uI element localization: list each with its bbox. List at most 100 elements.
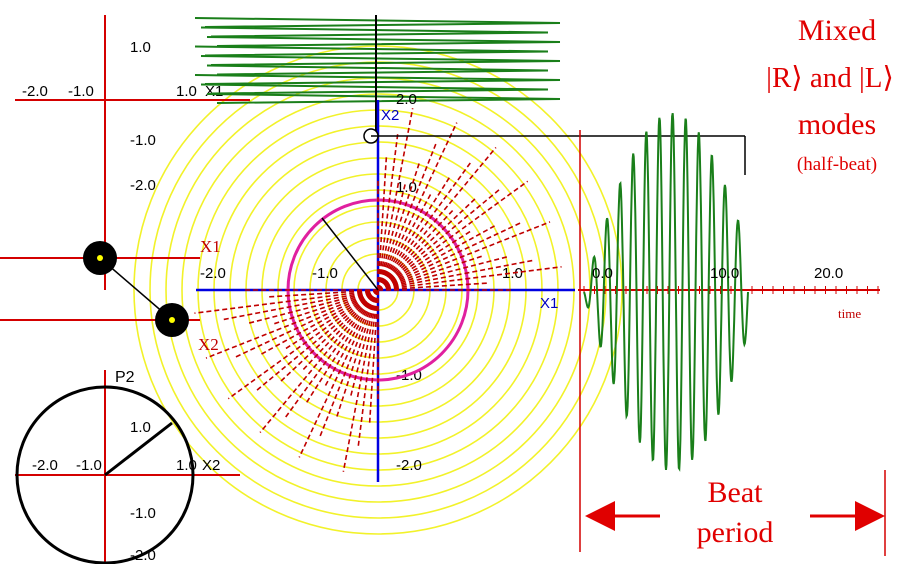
radial-trace (377, 259, 536, 291)
radial-trace (298, 289, 379, 458)
bottom-left-axes: P2 -2.0 -1.0 1.0 X2 1.0 -1.0 -2.0 (15, 369, 240, 564)
radial-trace (377, 187, 502, 291)
phase-y-tick: -2.0 (396, 457, 422, 474)
radial-trace (324, 289, 379, 387)
radial-trace (227, 289, 379, 400)
pendulum-label-x2: X2 (198, 335, 219, 354)
radial-trace (283, 289, 379, 420)
radial-trace (273, 289, 379, 325)
top-green-trace (194, 17, 561, 104)
bl-y-tick: -2.0 (130, 547, 156, 564)
green-scan-line (194, 45, 549, 57)
time-plot: 0.0 10.0 20.0 time (578, 113, 880, 472)
annotation-period: period (696, 516, 774, 549)
annotation-beat: Beat (707, 476, 763, 509)
radial-trace (254, 289, 379, 393)
time-x-tick: 20.0 (814, 265, 843, 282)
radial-trace (377, 131, 399, 291)
radial-trace (377, 282, 488, 291)
radial-trace (232, 289, 379, 359)
radial-trace (342, 289, 379, 472)
time-x-label: time (838, 306, 861, 321)
beat-oscillation-trace (583, 113, 749, 472)
green-scan-line (200, 83, 549, 95)
annotation-half-beat: (half-beat) (796, 154, 878, 175)
radial-trace (304, 289, 379, 405)
radial-trace (377, 266, 562, 291)
radial-trace (335, 289, 379, 419)
pendulum: X1 X2 (0, 237, 221, 354)
phase-x-label: X1 (540, 295, 558, 312)
radial-trace (377, 255, 509, 291)
radial-trace (279, 289, 379, 383)
green-scan-line (206, 93, 561, 104)
bl-y-tick: -1.0 (130, 505, 156, 522)
green-scan-line (206, 64, 549, 76)
top-left-axes: -2.0 -1.0 1.0 X1 1.0 -1.0 -2.0 (15, 15, 250, 290)
radial-trace (302, 289, 379, 371)
radial-trace (377, 108, 414, 291)
green-scan-line (206, 36, 561, 47)
radial-trace (349, 289, 379, 397)
green-scan-line (200, 55, 561, 66)
phase-y-tick: 1.0 (396, 179, 417, 196)
radial-trace (377, 221, 551, 291)
bl-y-tick: 1.0 (130, 419, 151, 436)
radial-trace (377, 230, 472, 291)
tl-x-tick: -2.0 (22, 83, 48, 100)
radial-trace (377, 180, 529, 291)
radial-trace (377, 146, 497, 291)
radial-trace (377, 255, 483, 291)
bl-x-tick: 1.0 (176, 457, 197, 474)
radial-trace (377, 221, 524, 291)
radial-trace (377, 209, 454, 291)
radial-trace (357, 289, 379, 449)
tl-x-tick: 1.0 (176, 83, 197, 100)
green-scan-line (194, 74, 561, 85)
green-scan-line (200, 26, 549, 38)
annotation-modes: modes (797, 108, 877, 141)
radial-trace (284, 289, 379, 350)
radial-trace (377, 183, 407, 291)
radial-trace (377, 161, 421, 291)
phase-y-tick: 2.0 (396, 91, 417, 108)
annotation-mixed: Mixed (797, 14, 877, 47)
radial-trace (220, 289, 379, 321)
phase-radius-line (321, 217, 379, 291)
clock-circle-icon (15, 385, 195, 564)
radial-trace (377, 197, 477, 291)
tl-y-tick: -1.0 (130, 132, 156, 149)
radial-trace (247, 289, 379, 325)
radial-trace (377, 224, 497, 291)
bl-x-label: X2 (202, 457, 220, 474)
tl-x-label: X1 (205, 83, 223, 100)
bl-x-tick: -2.0 (32, 457, 58, 474)
radial-trace (368, 289, 379, 425)
time-x-tick: 10.0 (710, 265, 739, 282)
radial-trace (205, 289, 379, 359)
radial-trace (268, 289, 379, 298)
green-scan-line (194, 17, 561, 28)
annotation-kets: |R⟩ and |L⟩ (766, 62, 894, 94)
radial-trace (259, 289, 379, 434)
pendulum-label-x1: X1 (200, 237, 221, 256)
radial-trace (194, 289, 379, 314)
tl-y-tick: 1.0 (130, 39, 151, 56)
radial-trace (377, 160, 473, 291)
bl-y-label: P2 (115, 369, 135, 386)
phase-x-tick: -1.0 (312, 265, 338, 282)
bl-x-tick: -1.0 (76, 457, 102, 474)
tl-y-tick: -2.0 (130, 177, 156, 194)
radial-trace (377, 193, 432, 291)
time-x-tick: 0.0 (592, 265, 613, 282)
radial-trace (377, 140, 438, 291)
tl-x-tick: -1.0 (68, 83, 94, 100)
radial-trace (318, 289, 379, 440)
radial-trace (259, 289, 379, 356)
phase-x-tick: 1.0 (502, 265, 523, 282)
radial-trace (377, 155, 388, 291)
radial-trace (377, 122, 458, 291)
phase-x-tick: -2.0 (200, 265, 226, 282)
radial-red-traces (194, 108, 562, 472)
